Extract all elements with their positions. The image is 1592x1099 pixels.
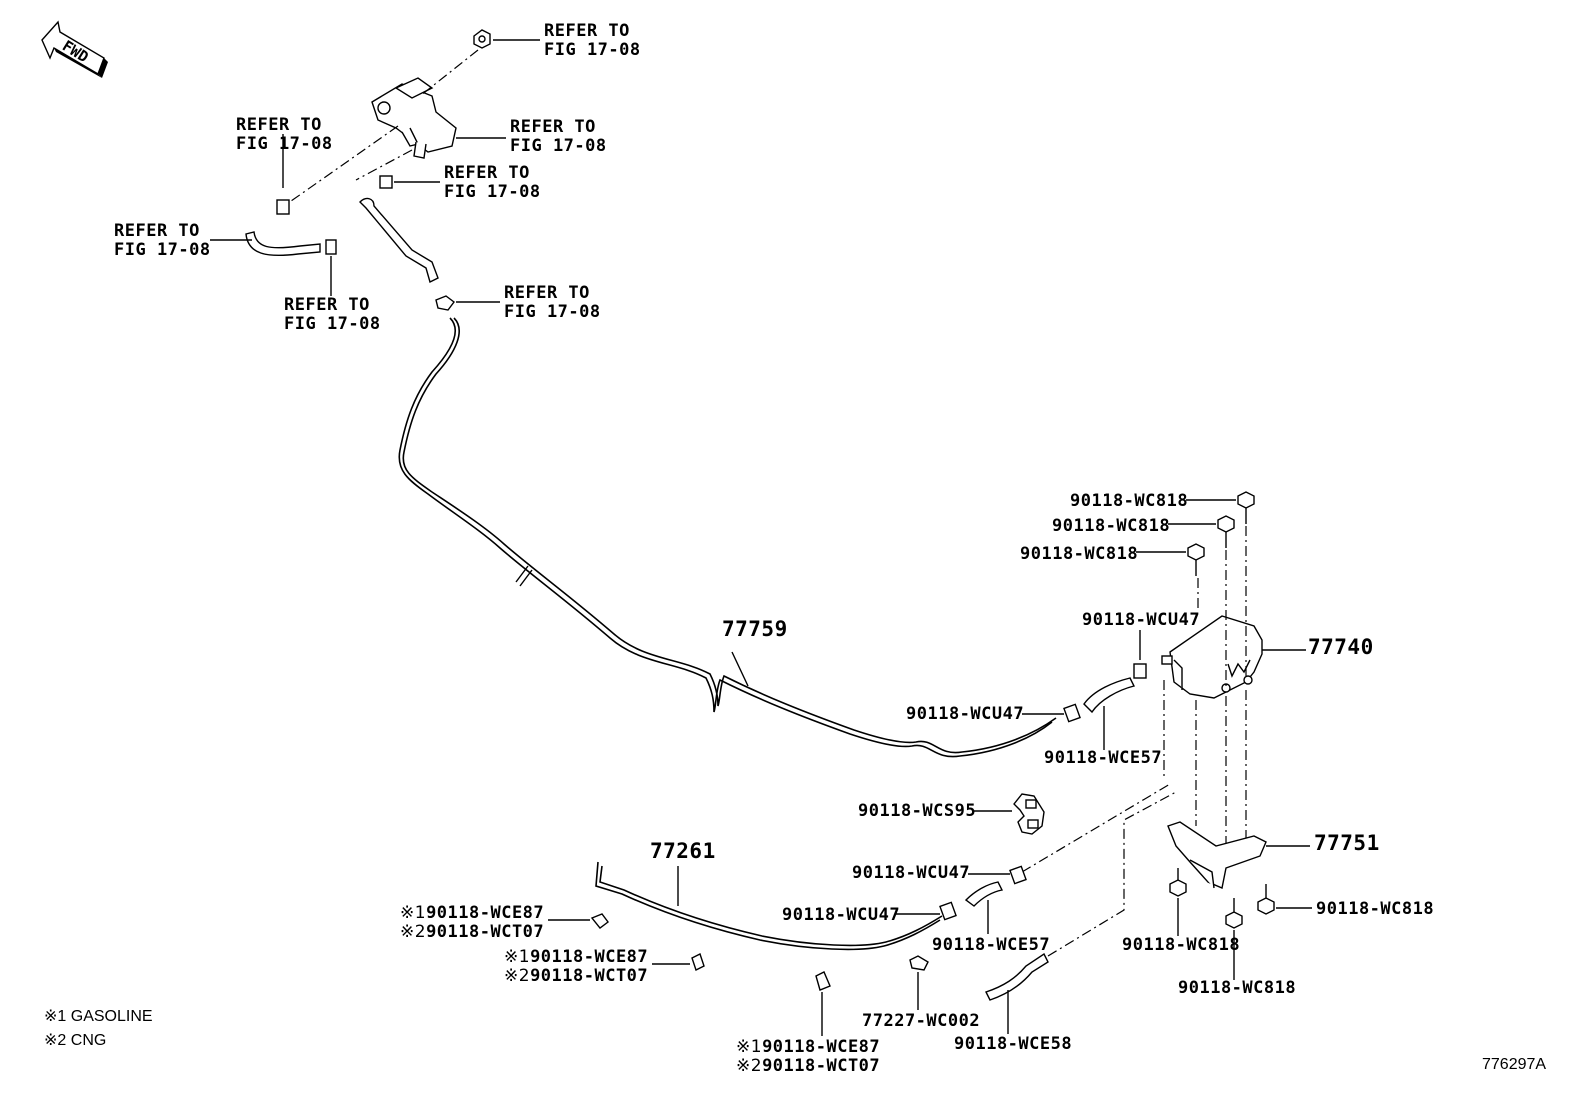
- clip-icon: [590, 913, 929, 991]
- clip-icon: [379, 175, 393, 189]
- part-label: 90118-WC818: [1178, 978, 1297, 998]
- pipe-77759: [398, 317, 1053, 758]
- variant-part-label: ※190118-WCE87※290118-WCT07: [736, 1037, 881, 1076]
- variant-part-label: ※190118-WCE87※290118-WCT07: [400, 903, 545, 942]
- wcs95-clip: [1013, 793, 1045, 835]
- hose-wce58: [985, 952, 1049, 1001]
- bolt-icon: [1187, 491, 1255, 576]
- small-hose-left: [245, 199, 337, 257]
- variant-part-label: ※190118-WCE87※290118-WCT07: [504, 947, 649, 986]
- part-label: 90118-WCU47: [782, 905, 901, 925]
- part-label: 90118-WCU47: [906, 704, 1025, 724]
- nut-icon: [473, 29, 491, 49]
- part-label: 90118-WCE58: [954, 1034, 1073, 1054]
- pipe-77261: [595, 861, 941, 951]
- bolt-icon: [1169, 868, 1275, 929]
- part-77261-label: 77261: [650, 839, 716, 863]
- part-77751-label: 77751: [1314, 831, 1380, 855]
- part-label: 90118-WCE57: [932, 935, 1051, 955]
- part-label: 77227-WC002: [862, 1011, 981, 1031]
- part-77740-label: 77740: [1308, 635, 1374, 659]
- legend-gasoline: ※1 GASOLINE: [44, 1008, 153, 1025]
- canister-bracket: [1167, 821, 1267, 889]
- part-77759-label: 77759: [722, 617, 788, 641]
- part-label: 90118-WC818: [1070, 491, 1189, 511]
- hose-lower: [939, 865, 1027, 921]
- part-label: 90118-WC818: [1052, 516, 1171, 536]
- clamp-icon: [435, 295, 455, 311]
- part-label: 90118-WC818: [1020, 544, 1139, 564]
- vsv-valve: [371, 77, 457, 159]
- hose-clamp-icon: [1063, 663, 1147, 723]
- legend-cng: ※2 CNG: [44, 1032, 107, 1049]
- fwd-arrow-icon: FWD: [41, 20, 108, 78]
- part-label: 90118-WC818: [1122, 935, 1241, 955]
- charcoal-canister: [1161, 615, 1263, 699]
- figure-id: 776297A: [1482, 1056, 1547, 1073]
- part-label: 90118-WC818: [1316, 899, 1435, 919]
- part-label: 90118-WCS95: [858, 801, 977, 821]
- part-label: 90118-WCU47: [1082, 610, 1201, 630]
- part-label: 90118-WCE57: [1044, 748, 1163, 768]
- part-label: 90118-WCU47: [852, 863, 971, 883]
